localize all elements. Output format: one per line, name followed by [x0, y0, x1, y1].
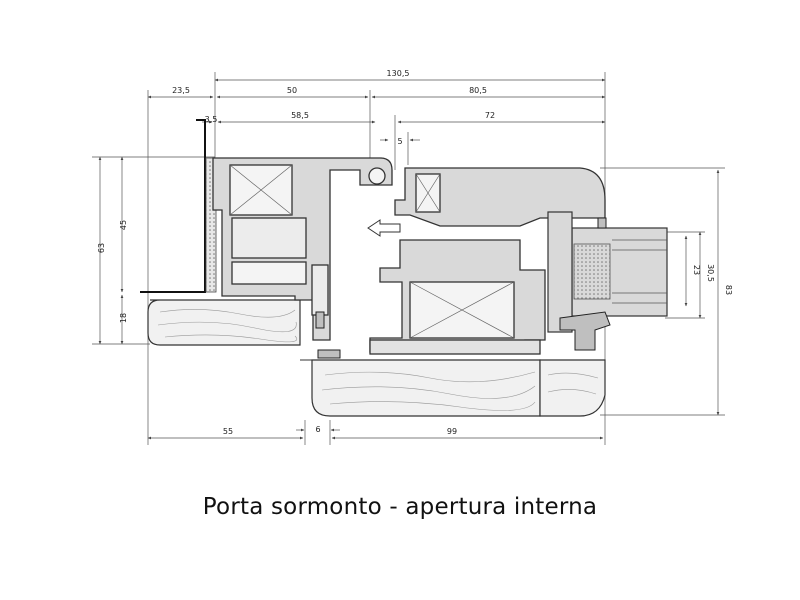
dim-bottom-gap: 6: [315, 425, 320, 434]
dim-overlap: 5: [397, 137, 402, 146]
dim-bottom-right: 99: [447, 427, 457, 436]
glazing-unit: [547, 211, 668, 333]
frame-profile: [212, 157, 393, 341]
opening-arrow: [367, 219, 401, 237]
gaskets: [315, 217, 611, 359]
dim-bottom-left: 55: [223, 427, 233, 436]
wall-section: [140, 119, 217, 293]
figure-caption: Porta sormonto - apertura interna: [202, 494, 598, 520]
dim-total-width: 130,5: [387, 69, 410, 78]
dimension-labels: 130,5 23,5 50 80,5 3,5 58,5 72 5 63 45 1…: [97, 69, 733, 436]
dim-glass-inner: 23: [692, 265, 701, 275]
dim-overall-height: 63: [97, 243, 106, 253]
dim-left-offset: 23,5: [172, 86, 190, 95]
dim-frame-inner: 58,5: [291, 111, 309, 120]
dim-frame-width: 50: [287, 86, 297, 95]
dim-sill-step: 3,5: [205, 115, 218, 124]
dim-sash-height: 83: [724, 285, 733, 295]
dim-sash-width: 80,5: [469, 86, 487, 95]
wood-grain: [157, 309, 599, 411]
dim-upper-height: 45: [119, 220, 128, 230]
dim-glass-outer: 30,5: [706, 264, 715, 282]
dim-sash-inner: 72: [485, 111, 495, 120]
dim-lower-height: 18: [119, 313, 128, 323]
